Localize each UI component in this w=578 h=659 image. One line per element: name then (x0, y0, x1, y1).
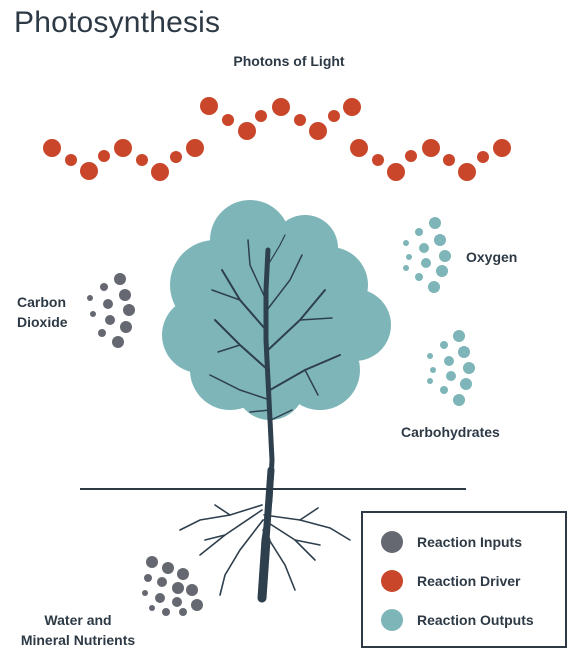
legend-item-outputs: Reaction Outputs (381, 608, 534, 632)
legend-item-inputs: Reaction Inputs (381, 530, 522, 554)
carbon-dioxide-label-line1: Carbon (17, 294, 66, 310)
tree-trunk-branches (209, 234, 341, 603)
legend: Reaction Inputs Reaction Driver Reaction… (361, 511, 567, 648)
page-title: Photosynthesis (14, 6, 221, 39)
water-nutrient-dots (142, 556, 203, 616)
water-nutrients-label-line1: Water and (44, 612, 112, 628)
legend-label-driver: Reaction Driver (417, 573, 521, 589)
carbohydrate-dots (427, 330, 475, 406)
oxygen-dots (403, 217, 451, 293)
legend-swatch-driver (381, 570, 403, 592)
oxygen-label: Oxygen (466, 249, 518, 265)
legend-swatch-inputs (381, 531, 403, 553)
carbon-dioxide-label: Carbon Dioxide (17, 292, 68, 332)
tree-roots (179, 504, 351, 596)
photons-of-light-label: Photons of Light (233, 53, 345, 69)
carbon-dioxide-label-line2: Dioxide (17, 314, 68, 330)
carbon-dioxide-dots (87, 273, 135, 348)
legend-label-outputs: Reaction Outputs (417, 612, 534, 628)
water-nutrients-label: Water and Mineral Nutrients (8, 610, 148, 650)
carbohydrates-label: Carbohydrates (401, 424, 500, 440)
legend-label-inputs: Reaction Inputs (417, 534, 523, 550)
legend-item-driver: Reaction Driver (381, 569, 520, 593)
photon-waves (43, 97, 511, 181)
water-nutrients-label-line2: Mineral Nutrients (20, 632, 136, 648)
legend-swatch-outputs (381, 609, 403, 631)
